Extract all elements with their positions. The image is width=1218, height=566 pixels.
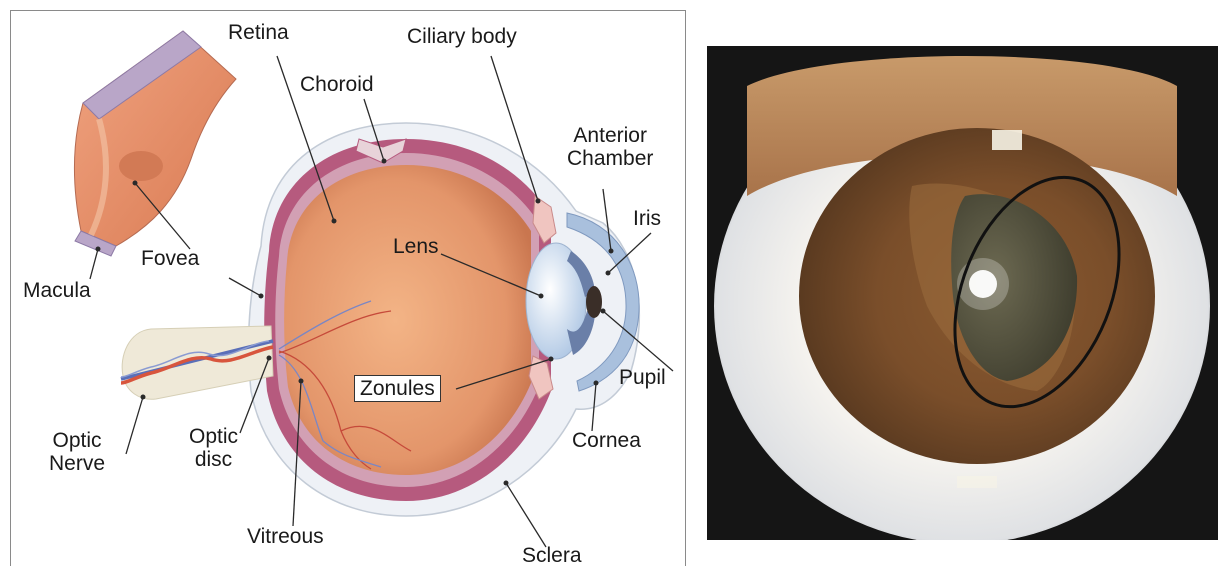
label-cornea: Cornea: [572, 429, 641, 452]
label-iris: Iris: [633, 207, 661, 230]
eye-photo-illustration: [707, 46, 1218, 540]
label-zonules: Zonules: [354, 375, 441, 402]
label-retina: Retina: [228, 21, 289, 44]
eye-slit-lamp-photo: [707, 46, 1218, 540]
vitreous-body: [284, 165, 531, 475]
label-optic-disc: Optic disc: [189, 425, 238, 471]
label-pupil: Pupil: [619, 366, 666, 389]
label-fovea: Fovea: [141, 247, 199, 270]
label-optic-nerve: Optic Nerve: [49, 429, 105, 475]
lower-reflection: [957, 476, 997, 488]
eye-anatomy-diagram: Retina Ciliary body Choroid Anterior Cha…: [10, 10, 686, 566]
label-macula: Macula: [23, 279, 91, 302]
label-vitreous: Vitreous: [247, 525, 324, 548]
label-ciliary-body: Ciliary body: [407, 25, 517, 48]
corneal-reflection: [992, 130, 1022, 150]
label-choroid: Choroid: [300, 73, 374, 96]
macula-inset: [75, 31, 237, 256]
light-reflex-halo: [957, 258, 1009, 310]
label-anterior-chamber: Anterior Chamber: [567, 124, 653, 170]
label-lens: Lens: [393, 235, 439, 258]
label-sclera: Sclera: [522, 544, 582, 566]
